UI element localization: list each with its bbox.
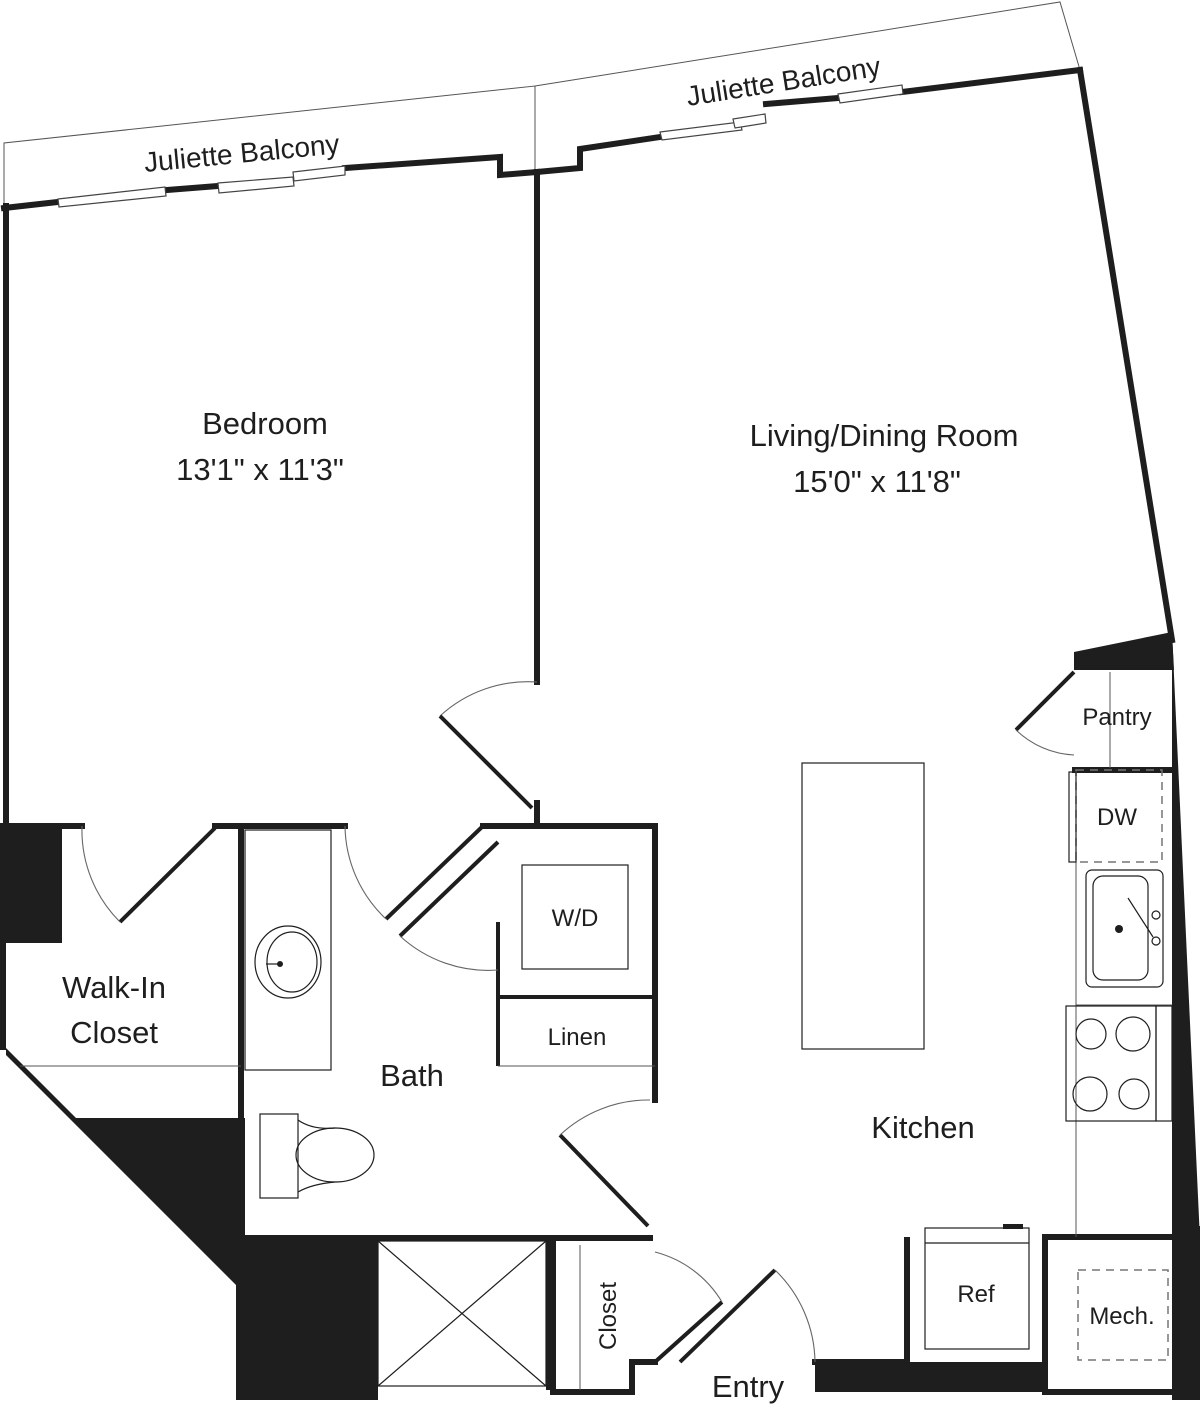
interior-walls (3, 670, 1200, 1395)
washer-dryer (521, 864, 629, 970)
kitchen-counter (1065, 769, 1173, 1237)
pantry-label: Pantry (1082, 704, 1151, 731)
living-dining-name: Living/Dining Room (750, 418, 1019, 453)
linen-label: Linen (548, 1024, 607, 1051)
refrigerator-label: Ref (957, 1281, 995, 1308)
walk-in-closet-label-line2: Closet (70, 1015, 158, 1050)
shower (377, 1240, 550, 1390)
bedroom-name: Bedroom (202, 406, 328, 441)
dishwasher-label: DW (1097, 804, 1137, 831)
door-swings (81, 681, 1075, 1363)
kitchen-island (801, 762, 925, 1050)
closet-label: Closet (595, 1282, 622, 1350)
top-wall (0, 66, 1084, 212)
bath-vanity (244, 829, 332, 1071)
mechanical-label: Mech. (1089, 1303, 1154, 1330)
mechanical-closet (1077, 1269, 1169, 1361)
refrigerator (924, 1224, 1030, 1350)
solid-masses (0, 632, 1200, 1400)
walk-in-closet-label-line1: Walk-In (62, 970, 166, 1005)
balcony-outlines (3, 1, 1081, 205)
kitchen-label: Kitchen (871, 1110, 974, 1145)
bath-label: Bath (380, 1058, 444, 1093)
toilet (259, 1113, 375, 1199)
bedroom-dimensions: 13'1" x 11'3" (176, 452, 344, 487)
exterior-walls (3, 66, 1176, 829)
washer-dryer-label: W/D (552, 905, 599, 932)
entry-label: Entry (712, 1369, 785, 1404)
living-dining-dimensions: 15'0" x 11'8" (793, 464, 961, 499)
